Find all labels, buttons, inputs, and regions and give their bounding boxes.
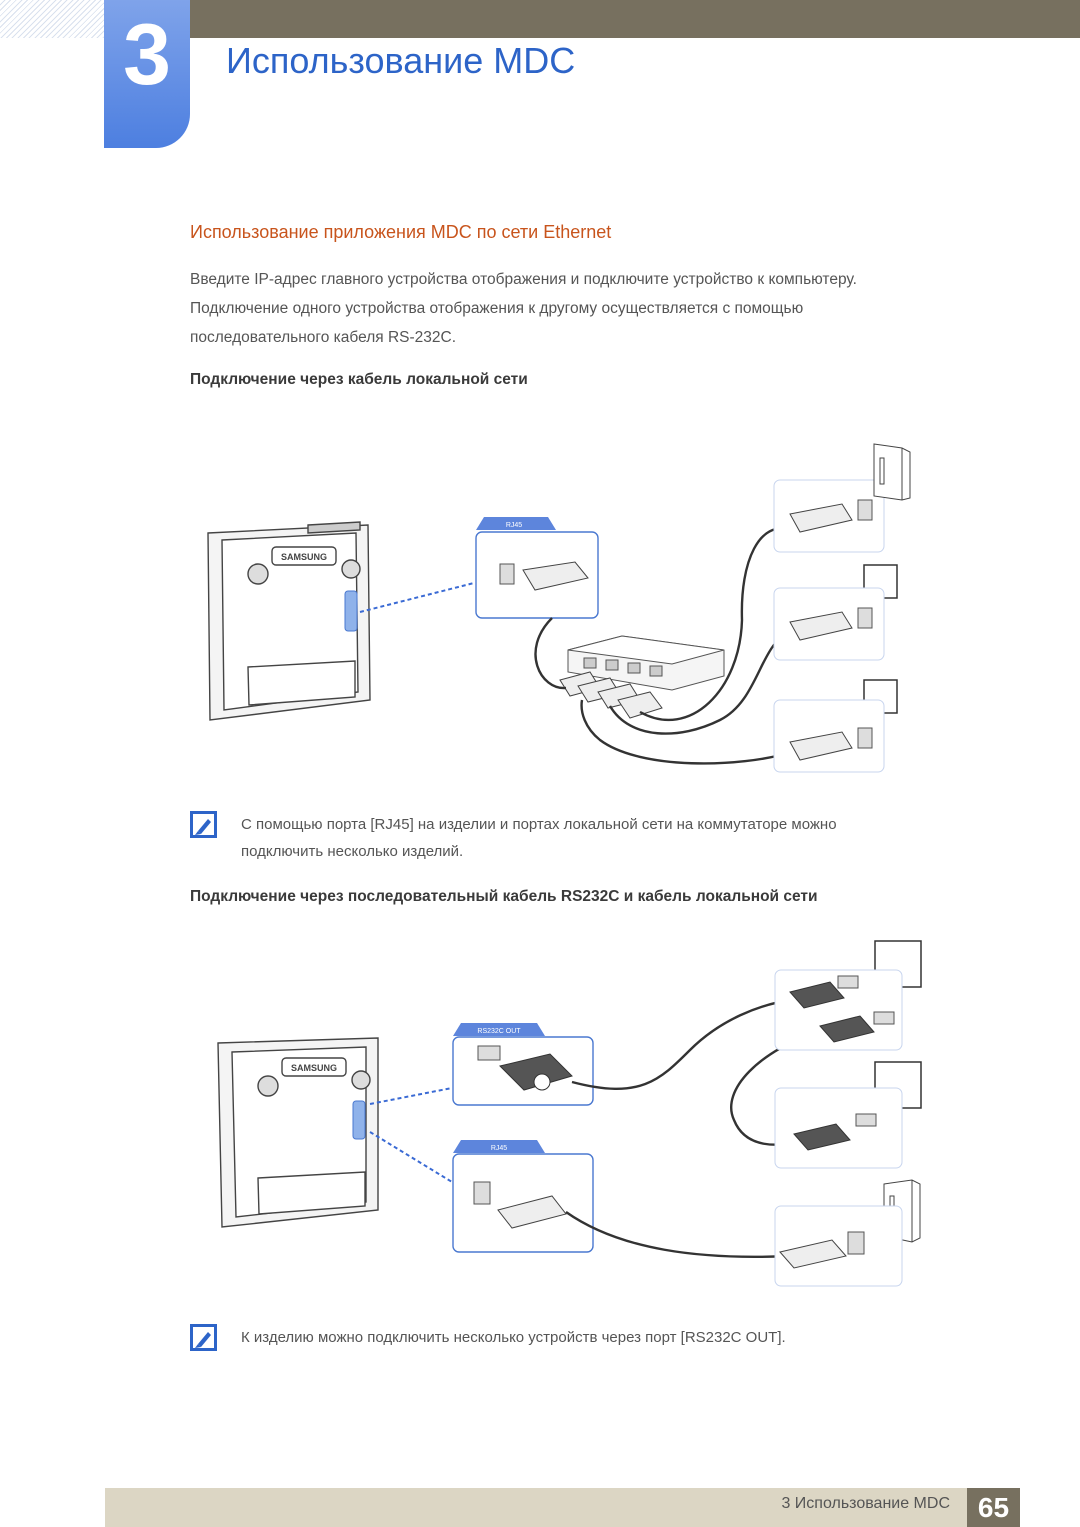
display-brand-logo: SAMSUNG: [281, 552, 327, 562]
rj45-plug: [522, 561, 589, 591]
intro-paragraph: Введите IP-адрес главного устройства ото…: [190, 265, 990, 352]
note-line: подключить несколько изделий.: [241, 843, 464, 860]
display-unit-2: [774, 1087, 903, 1169]
computer-unit: [774, 1205, 903, 1287]
intro-line: Введите IP-адрес главного устройства ото…: [190, 271, 857, 288]
rj45-socket: [473, 1181, 491, 1205]
rs232-plug: [499, 1053, 573, 1091]
intro-line: Подключение одного устройства отображени…: [190, 300, 804, 317]
display-unit-2: [773, 587, 885, 661]
rs232-connection-diagram: SAMSUNG RS232C OUT RJ45: [217, 940, 922, 1287]
lan-connection-diagram: SAMSUNG RJ45: [207, 443, 911, 773]
note-line: К изделию можно подключить несколько уст…: [241, 1329, 786, 1346]
header-hatch-decoration: [0, 0, 104, 38]
display-brand-logo: SAMSUNG: [291, 1063, 337, 1073]
chapter-number-badge: 3: [104, 0, 190, 148]
display-unit-3: [773, 699, 885, 773]
footer-bar: [105, 1488, 967, 1527]
port-label-tab: [453, 1023, 545, 1036]
port-label-tab: [476, 517, 556, 530]
rs232-subtitle: Подключение через последовательный кабел…: [190, 888, 818, 905]
port-callout-line: [369, 1087, 453, 1105]
display-rear-view: [207, 521, 371, 721]
note-pencil-icon: [190, 811, 217, 838]
footer-chapter-label: 3 Использование MDC: [781, 1495, 950, 1512]
port-callout-line: [369, 1131, 453, 1183]
rj45-socket: [499, 563, 515, 585]
port-label-tab: [453, 1140, 545, 1153]
display-rear-view: [217, 1037, 379, 1228]
port-callout-box: [452, 1153, 594, 1253]
port-label-rj45: RJ45: [491, 1145, 507, 1152]
header-bar: [190, 0, 1080, 38]
note-line: С помощью порта [RJ45] на изделии и порт…: [241, 816, 837, 833]
port-label-rj45: RJ45: [506, 522, 522, 529]
intro-line: последовательного кабеля RS-232C.: [190, 329, 457, 346]
port-label-rs232c-out: RS232C OUT: [477, 1028, 521, 1035]
section-title: Использование приложения MDC по сети Eth…: [190, 222, 612, 242]
display-unit-1: [773, 479, 885, 553]
rs232-socket: [477, 1045, 501, 1061]
display-port-highlight: [352, 1100, 366, 1140]
lan-subtitle: Подключение через кабель локальной сети: [190, 371, 528, 388]
chapter-title: Использование MDC: [226, 40, 576, 81]
display-port-highlight: [344, 590, 358, 632]
note-pencil-icon: [190, 1324, 217, 1351]
rs232-screw: [533, 1073, 551, 1091]
page-number: 65: [967, 1488, 1020, 1527]
network-switch: [559, 635, 725, 719]
display-unit-1: [774, 969, 903, 1051]
lan-cables: [534, 527, 793, 765]
port-callout-line: [359, 582, 475, 613]
computer-tower-icon: [873, 443, 911, 501]
rj45-plug: [497, 1195, 567, 1229]
